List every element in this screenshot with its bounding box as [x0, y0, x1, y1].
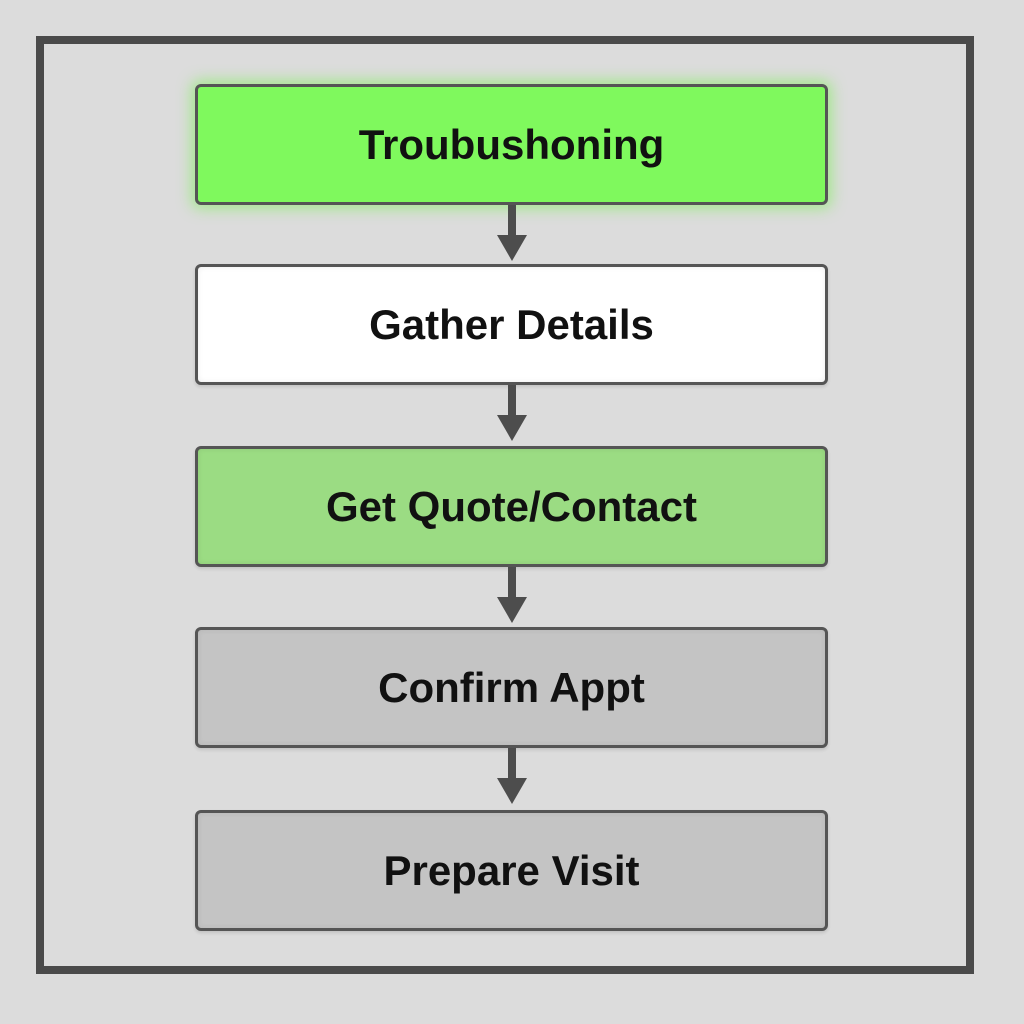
step-prepare-visit[interactable]: Prepare Visit	[195, 810, 828, 931]
arrow-down-icon	[497, 385, 527, 441]
arrow-down-icon	[497, 205, 527, 261]
step-get-quote-contact[interactable]: Get Quote/Contact	[195, 446, 828, 567]
arrow-down-icon	[497, 748, 527, 804]
arrow-down-icon	[497, 567, 527, 623]
step-gather-details[interactable]: Gather Details	[195, 264, 828, 385]
step-confirm-appt[interactable]: Confirm Appt	[195, 627, 828, 748]
step-troubleshooting[interactable]: Troubushoning	[195, 84, 828, 205]
